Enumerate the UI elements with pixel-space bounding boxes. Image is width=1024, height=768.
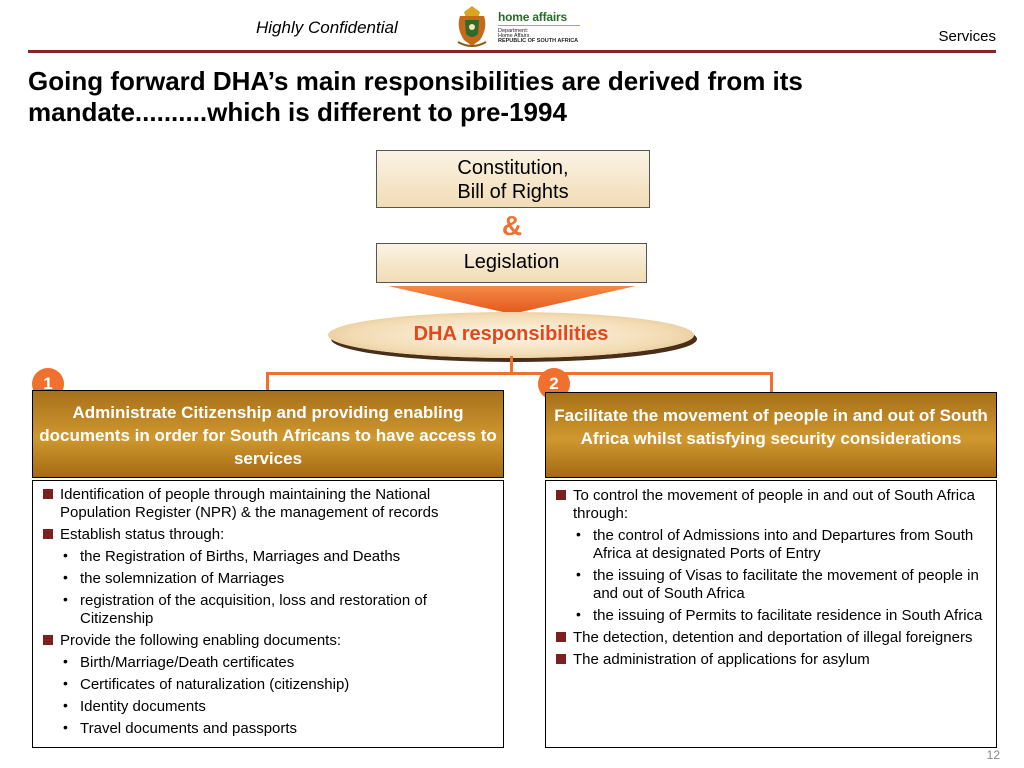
sub-list-item: • Birth/Marriage/Death certificates: [43, 653, 495, 672]
column-2-body: To control the movement of people in and…: [545, 480, 997, 748]
list-item: Provide the following enabling documents…: [43, 632, 495, 650]
sub-list-item-text: the control of Admissions into and Depar…: [593, 527, 974, 562]
sub-list-item: • the Registration of Births, Marriages a…: [43, 547, 495, 566]
sub-list-item: • the issuing of Visas to facilitate the …: [556, 566, 988, 603]
sub-list-item-text: the issuing of Visas to facilitate the m…: [593, 567, 979, 602]
bullet-dot-icon: •: [576, 606, 581, 622]
bullet-square-icon: [43, 635, 53, 645]
list-item: The detection, detention and deportation…: [556, 629, 988, 647]
connector-stem: [510, 356, 513, 373]
slide-title: Going forward DHA’s main responsibilitie…: [28, 66, 803, 127]
constitution-line-1: Constitution,: [457, 157, 569, 179]
bullet-square-icon: [556, 490, 566, 500]
bullet-square-icon: [43, 529, 53, 539]
list-item-text: Establish status through:: [60, 526, 225, 543]
list-item: The administration of applications for a…: [556, 651, 988, 669]
sub-list-item-text: the solemnization of Marriages: [80, 570, 285, 587]
list-item-text: The administration of applications for a…: [573, 651, 870, 668]
sub-list-item: • the control of Admissions into and Depa…: [556, 526, 988, 563]
dha-responsibilities-oval: DHA responsibilities: [328, 312, 694, 358]
connector-left-drop: [266, 372, 269, 390]
sub-list-item-text: the issuing of Permits to facilitate res…: [593, 607, 983, 624]
column-2-heading: Facilitate the movement of people in and…: [545, 392, 997, 478]
header-divider: [28, 50, 996, 53]
list-item-text: Identification of people through maintai…: [60, 486, 439, 521]
sub-list-item-text: Identity documents: [80, 698, 206, 715]
ampersand-symbol: &: [501, 210, 523, 241]
down-arrow-icon: [388, 286, 636, 314]
column-1-heading-text: Administrate Citizenship and providing e…: [39, 403, 497, 468]
bullet-dot-icon: •: [63, 569, 68, 585]
sub-list-item-text: Travel documents and passports: [80, 720, 298, 737]
bullet-dot-icon: •: [576, 566, 581, 582]
bullet-square-icon: [556, 654, 566, 664]
bullet-dot-icon: •: [63, 675, 68, 691]
bullet-dot-icon: •: [63, 719, 68, 735]
sub-list-item-text: Certificates of naturalization (citizens…: [80, 676, 350, 693]
bullet-square-icon: [556, 632, 566, 642]
column-2-heading-text: Facilitate the movement of people in and…: [554, 406, 988, 448]
department-logo: home affairs Department: Home Affairs RE…: [454, 4, 584, 50]
logo-brand-text: home affairs: [498, 10, 567, 24]
legislation-box: Legislation: [376, 243, 647, 283]
bullet-square-icon: [43, 489, 53, 499]
sub-list-item: • the issuing of Permits to facilitate re…: [556, 606, 988, 625]
section-label: Services: [938, 28, 996, 45]
list-item: Identification of people through maintai…: [43, 486, 495, 522]
logo-rule: [498, 25, 580, 26]
page-number: 12: [986, 748, 1000, 762]
list-item-text: The detection, detention and deportation…: [573, 629, 973, 646]
sub-list-item: • Travel documents and passports: [43, 719, 495, 738]
connector-horizontal: [266, 372, 773, 375]
constitution-line-2: Bill of Rights: [457, 181, 569, 203]
sub-list-item: • Identity documents: [43, 697, 495, 716]
connector-right-drop: [770, 372, 773, 392]
bullet-dot-icon: •: [576, 526, 581, 542]
list-item-text: To control the movement of people in and…: [573, 487, 975, 522]
sub-list-item: • Certificates of naturalization (citizen…: [43, 675, 495, 694]
bullet-dot-icon: •: [63, 547, 68, 563]
list-item: To control the movement of people in and…: [556, 487, 988, 523]
sub-list-item: • the solemnization of Marriages: [43, 569, 495, 588]
bullet-dot-icon: •: [63, 697, 68, 713]
list-item: Establish status through:: [43, 526, 495, 544]
sub-list-item-text: Birth/Marriage/Death certificates: [80, 654, 295, 671]
confidentiality-label: Highly Confidential: [256, 18, 398, 37]
column-1-body: Identification of people through maintai…: [32, 480, 504, 748]
logo-line-3: REPUBLIC OF SOUTH AFRICA: [498, 38, 579, 44]
bullet-dot-icon: •: [63, 591, 68, 607]
column-1-heading: Administrate Citizenship and providing e…: [32, 390, 504, 478]
constitution-box: Constitution, Bill of Rights: [376, 150, 650, 208]
sub-list-item: • registration of the acquisition, loss a…: [43, 591, 495, 628]
logo-line-2: Home Affairs: [498, 33, 530, 39]
list-item-text: Provide the following enabling documents…: [60, 632, 342, 649]
bullet-dot-icon: •: [63, 653, 68, 669]
coat-of-arms-icon: [457, 6, 487, 47]
sub-list-item-text: the Registration of Births, Marriages an…: [80, 548, 401, 565]
sub-list-item-text: registration of the acquisition, loss an…: [80, 592, 427, 627]
logo-line-1: Department:: [498, 28, 529, 34]
